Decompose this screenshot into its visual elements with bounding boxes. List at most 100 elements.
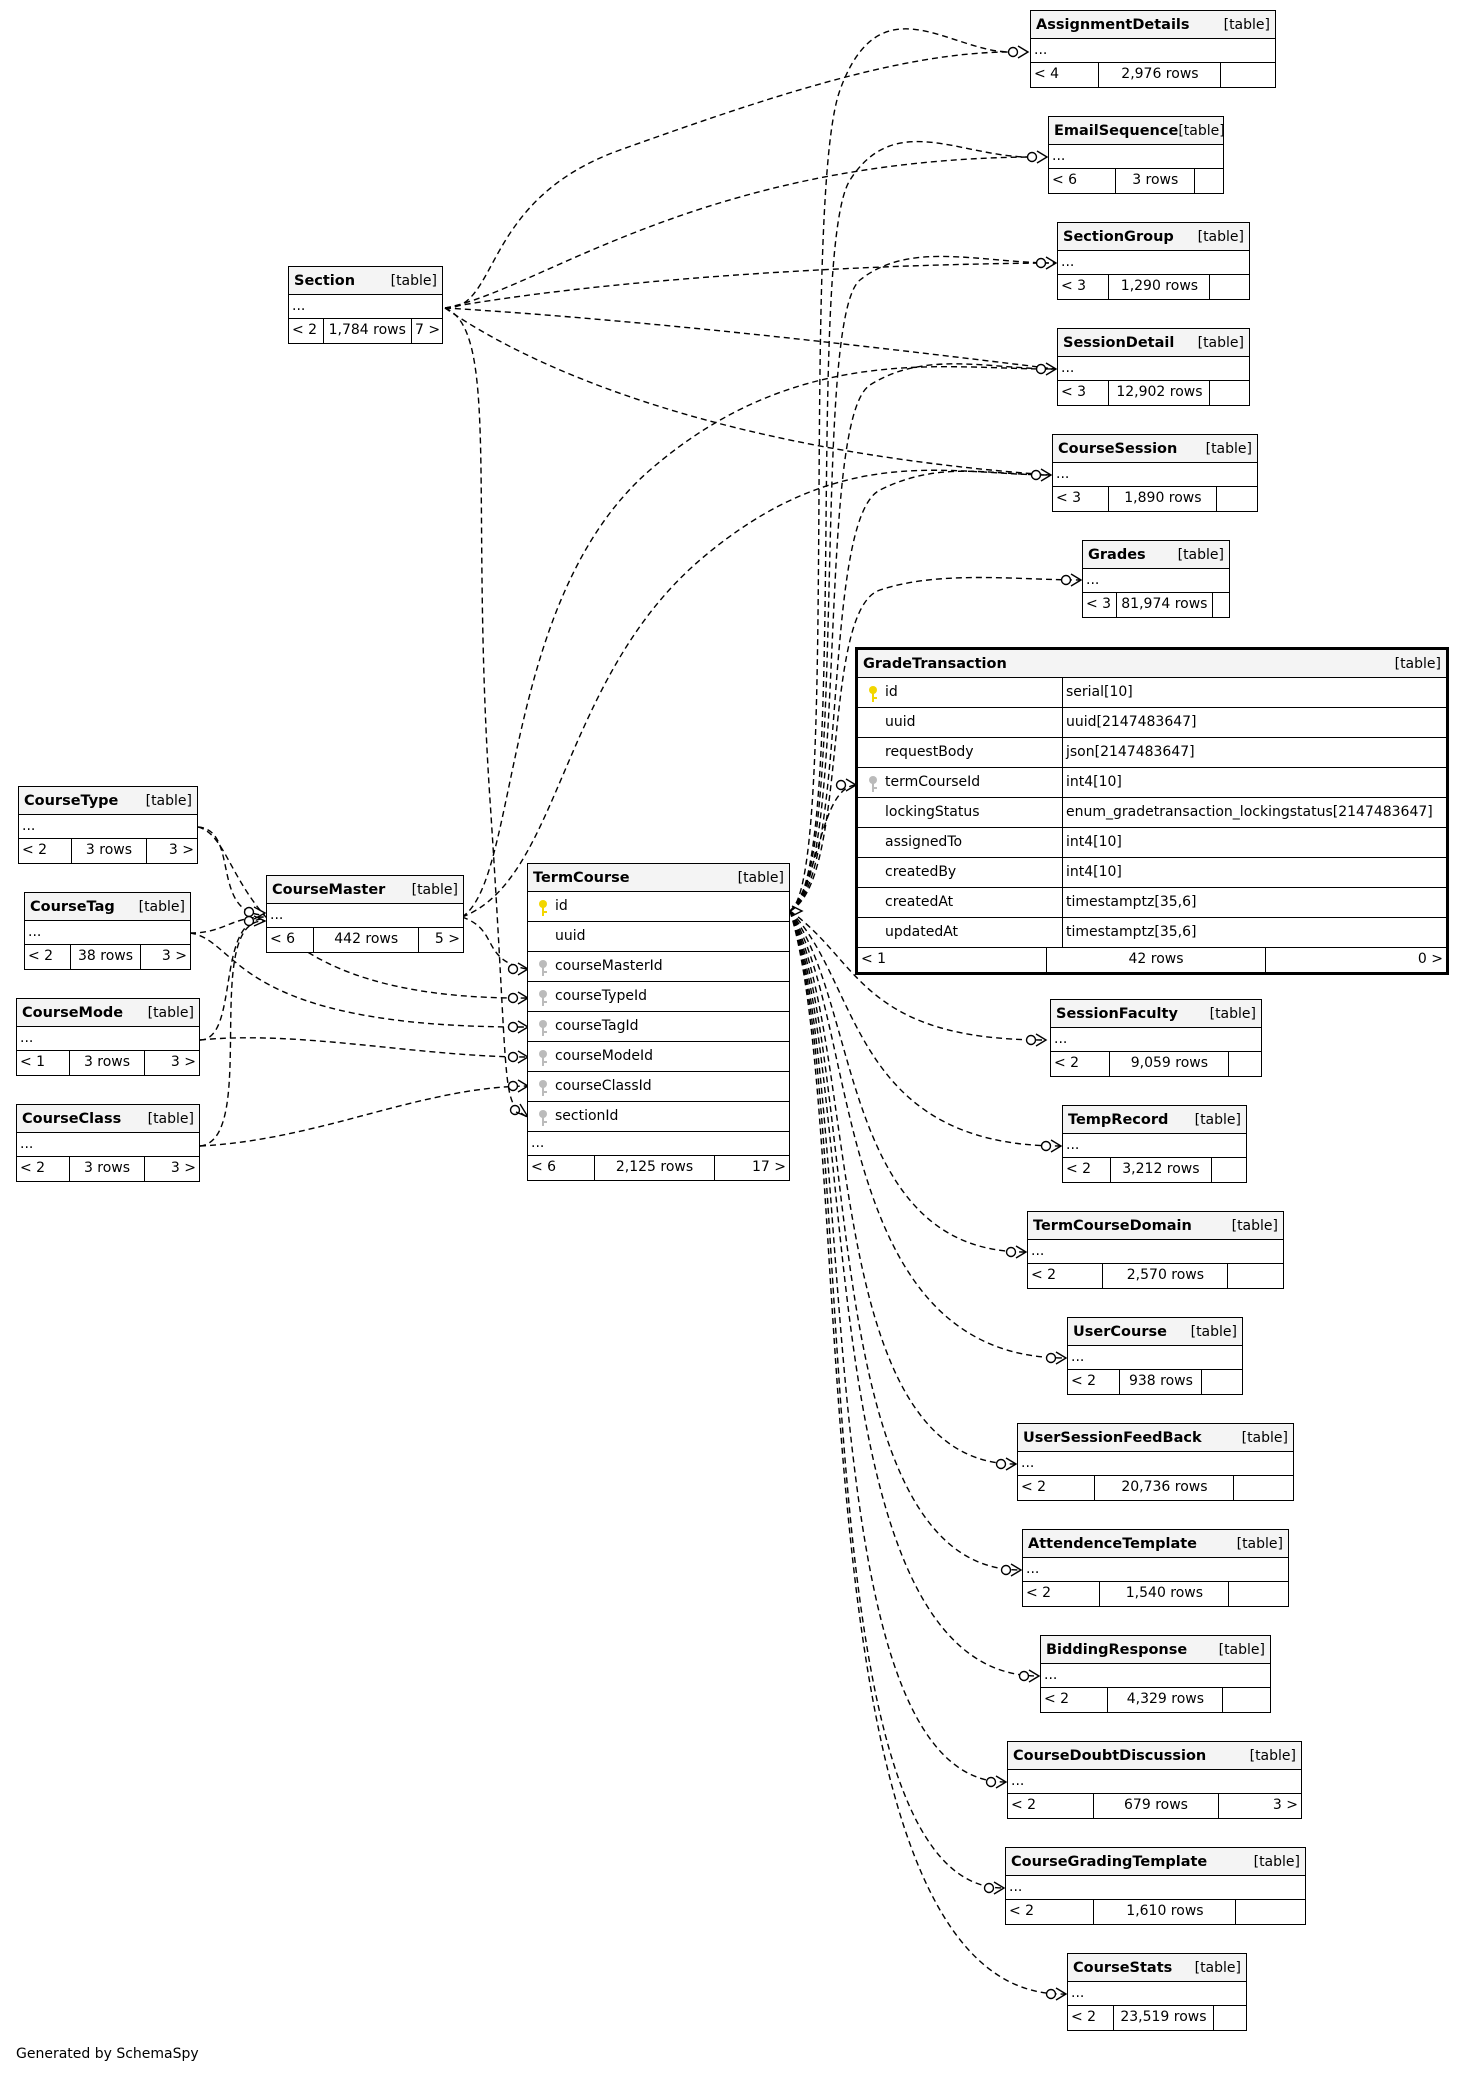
parents-count[interactable]: < 4 <box>1034 66 1060 82</box>
parents-count[interactable]: < 2 <box>1026 1585 1052 1601</box>
children-count[interactable] <box>1194 169 1223 193</box>
parents-count[interactable]: < 6 <box>1052 172 1078 188</box>
children-count[interactable] <box>1216 487 1257 511</box>
children-count[interactable]: 17 > <box>714 1156 789 1180</box>
parents-count[interactable]: < 2 <box>1044 1691 1070 1707</box>
column-type: timestamptz[35,6] <box>1062 918 1446 947</box>
children-count[interactable] <box>1220 63 1275 87</box>
column-row[interactable]: courseModeId <box>528 1042 789 1072</box>
children-count[interactable] <box>1209 381 1249 405</box>
table-tag: [table] <box>1194 1111 1241 1128</box>
column-row[interactable]: sectionId <box>528 1102 789 1132</box>
parents-count[interactable]: < 2 <box>292 322 318 338</box>
children-count[interactable]: 3 > <box>139 945 190 969</box>
parents-count[interactable]: < 1 <box>861 951 887 967</box>
children-count[interactable] <box>1235 1900 1305 1924</box>
parents-count[interactable]: < 3 <box>1061 278 1087 294</box>
parents-count[interactable]: < 3 <box>1061 384 1087 400</box>
parents-count[interactable]: < 3 <box>1086 596 1112 612</box>
children-count[interactable]: 7 > <box>411 319 442 343</box>
table-name: GradeTransaction <box>863 655 1007 672</box>
parents-count[interactable]: < 6 <box>270 931 296 947</box>
parents-count[interactable]: < 2 <box>1021 1479 1047 1495</box>
children-count[interactable]: 3 > <box>145 839 197 863</box>
children-count[interactable]: 3 > <box>1217 1794 1301 1818</box>
parents-count[interactable]: < 2 <box>1031 1267 1057 1283</box>
column-row[interactable]: uuid <box>528 922 789 952</box>
column-type: uuid[2147483647] <box>1062 708 1446 737</box>
children-count[interactable] <box>1213 2006 1246 2030</box>
edge-section-emailsequence <box>444 156 1031 309</box>
parents-count[interactable]: < 2 <box>1009 1903 1035 1919</box>
children-count[interactable]: 3 > <box>143 1051 199 1075</box>
column-row[interactable]: courseClassId <box>528 1072 789 1102</box>
parents-count[interactable]: < 2 <box>20 1160 46 1176</box>
parents-count[interactable]: < 3 <box>1056 490 1082 506</box>
edge-coursetag-termcourse <box>189 932 528 1028</box>
edge-termcourse-coursedoubtdiscussion <box>789 910 1006 1783</box>
table-tag: [table] <box>138 898 185 915</box>
column-name-cell: updatedAt <box>858 918 1062 947</box>
children-count[interactable] <box>1228 1052 1261 1076</box>
parents-count[interactable]: < 2 <box>1071 2009 1097 2025</box>
parents-count[interactable]: < 2 <box>28 948 54 964</box>
column-name-cell: assignedTo <box>858 828 1062 857</box>
children-count[interactable] <box>1233 1476 1293 1500</box>
column-row[interactable]: courseTypeId <box>528 982 789 1012</box>
children-count[interactable] <box>1212 593 1229 617</box>
children-count[interactable] <box>1209 275 1249 299</box>
children-count[interactable] <box>1222 1688 1270 1712</box>
children-count[interactable]: 5 > <box>418 928 463 952</box>
column-row[interactable]: courseMasterId <box>528 952 789 982</box>
parents-count[interactable]: < 2 <box>1054 1055 1080 1071</box>
children-count[interactable] <box>1228 1582 1288 1606</box>
parents-count[interactable]: < 2 <box>1066 1161 1092 1177</box>
parents-count[interactable]: < 6 <box>531 1159 557 1175</box>
parents-count[interactable]: < 2 <box>22 842 48 858</box>
parents-count[interactable]: < 2 <box>1071 1373 1097 1389</box>
column-row[interactable]: id <box>528 892 789 922</box>
parents-count[interactable]: < 1 <box>20 1054 46 1070</box>
children-count[interactable] <box>1227 1264 1283 1288</box>
column-row[interactable]: courseTagId <box>528 1012 789 1042</box>
children-count[interactable] <box>1211 1158 1246 1182</box>
children-count[interactable]: 0 > <box>1265 948 1446 972</box>
children-count[interactable] <box>1201 1370 1242 1394</box>
parents-count[interactable]: < 2 <box>1011 1797 1037 1813</box>
row-count: 3 rows <box>69 1157 143 1181</box>
children-count[interactable]: 3 > <box>143 1157 199 1181</box>
